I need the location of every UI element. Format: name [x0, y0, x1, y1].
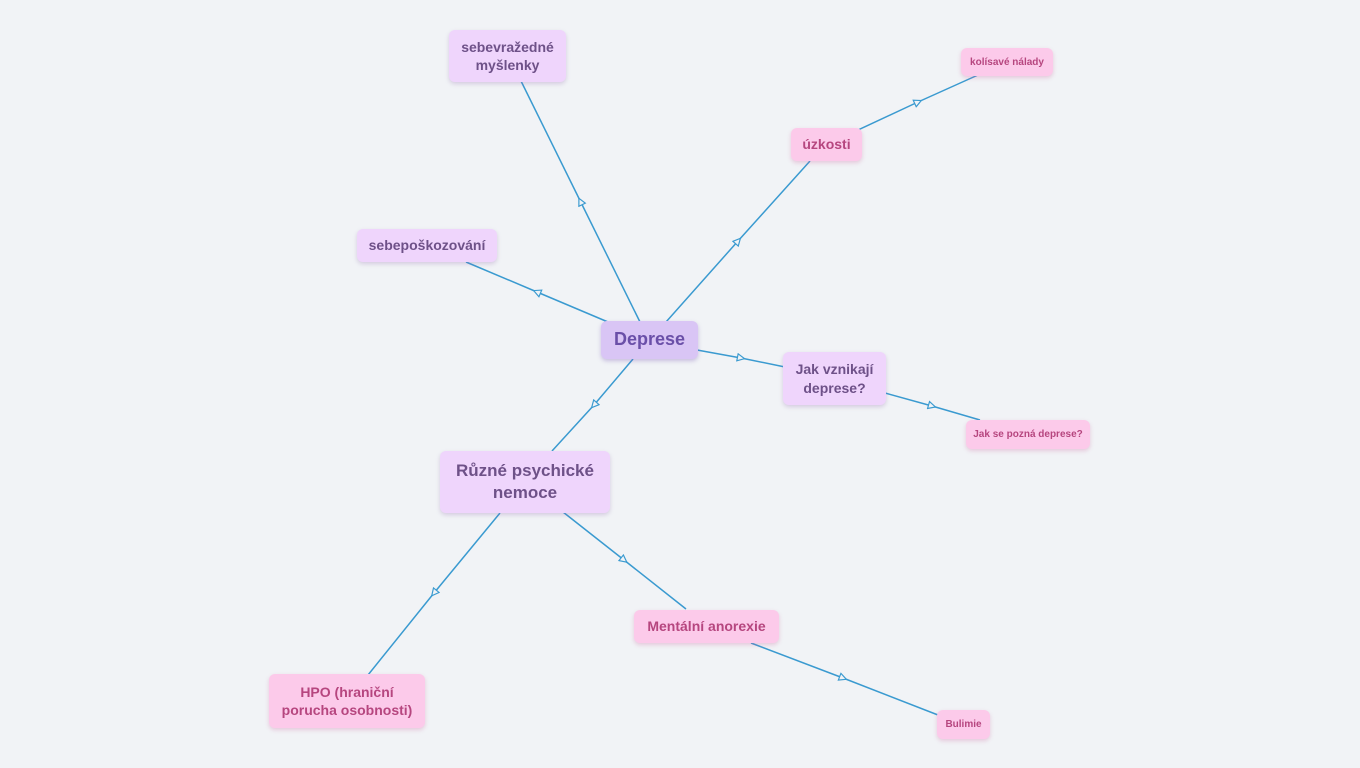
edge-jak-vznikaji-jak-se-pozna — [884, 392, 981, 421]
node-mentalni-anorexie[interactable]: Mentální anorexie — [634, 610, 779, 643]
edge-uzkosti-kolisave — [857, 74, 979, 131]
edge-mentalni-bulimie — [750, 642, 939, 716]
node-jak-vznikaji-deprese[interactable]: Jak vznikají deprese? — [783, 352, 886, 405]
edge-ruzne-mentalni — [562, 511, 687, 610]
node-hpo[interactable]: HPO (hraniční porucha osobnosti) — [269, 674, 425, 728]
node-jak-se-pozna-deprese[interactable]: Jak se pozná deprese? — [966, 420, 1090, 449]
edge-deprese-uzkosti — [665, 160, 811, 323]
node-sebevrazedne-myslenky[interactable]: sebevražedné myšlenky — [449, 30, 566, 82]
node-kolisave-nalady[interactable]: kolísavé nálady — [961, 48, 1053, 76]
edge-deprese-ruzne — [551, 358, 634, 452]
node-bulimie[interactable]: Bulimie — [937, 710, 990, 739]
edge-deprese-jak-vznikaji — [696, 349, 786, 368]
node-sebeposkozovani[interactable]: sebepoškozování — [357, 229, 497, 262]
edge-deprese-sebevrazedne — [520, 80, 641, 323]
node-deprese[interactable]: Deprese — [601, 321, 698, 359]
edge-deprese-sebeposkozovani — [465, 261, 609, 323]
edge-ruzne-hpo — [367, 512, 501, 676]
node-ruzne-psychicke-nemoce[interactable]: Různé psychické nemoce — [440, 451, 610, 513]
node-uzkosti[interactable]: úzkosti — [791, 128, 862, 161]
